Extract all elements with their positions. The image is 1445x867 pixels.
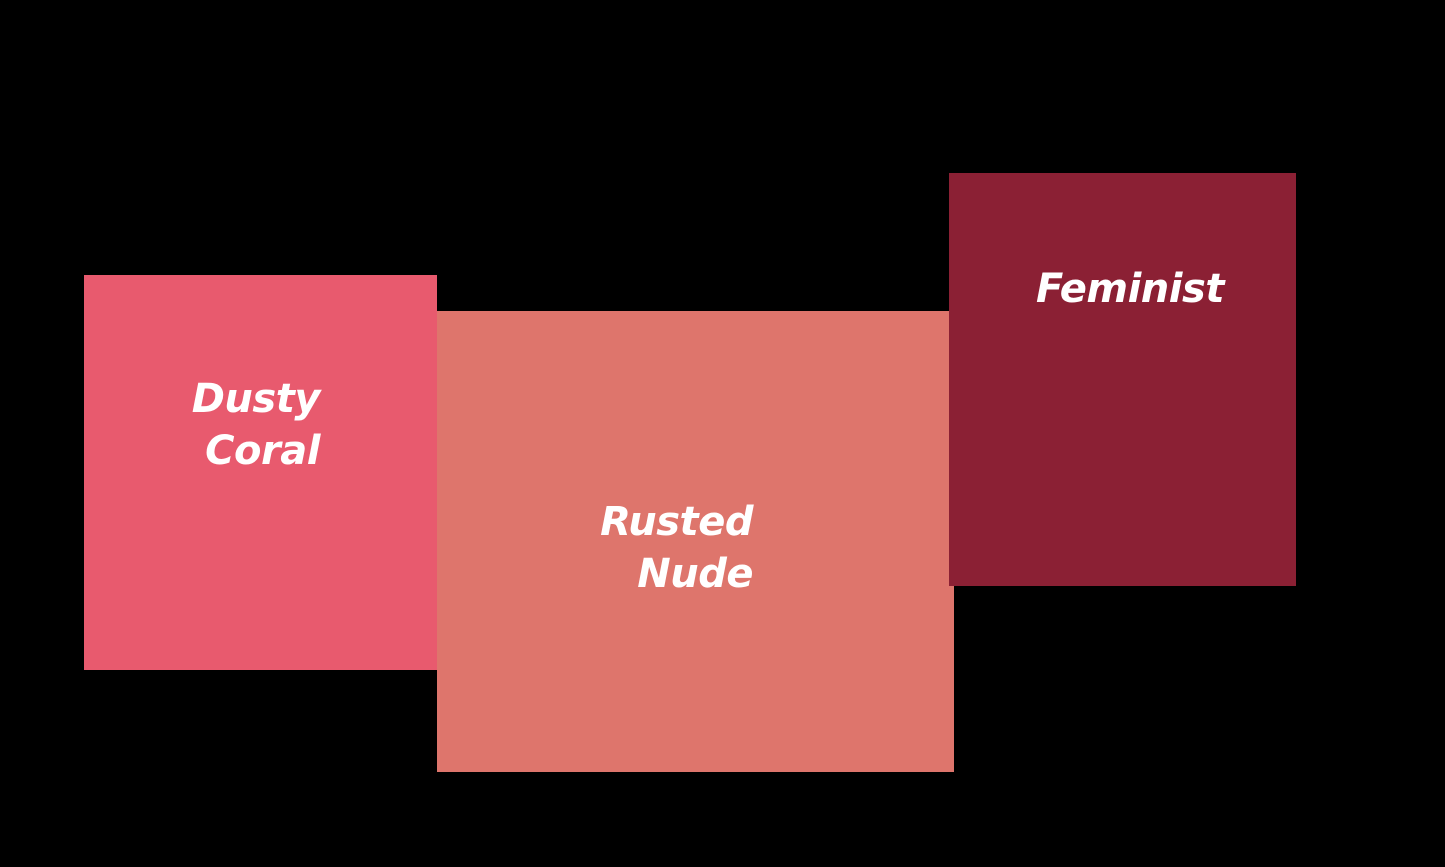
swatch-label-dusty-coral: Dusty Coral [191, 376, 321, 474]
swatch-rusted-nude[interactable] [437, 311, 954, 772]
swatch-feminist[interactable] [949, 173, 1296, 586]
swatch-dusty-coral[interactable] [84, 275, 437, 670]
swatch-label-rusted-nude: Rusted Nude [600, 499, 753, 597]
swatch-label-feminist: Feminist [1035, 266, 1224, 312]
